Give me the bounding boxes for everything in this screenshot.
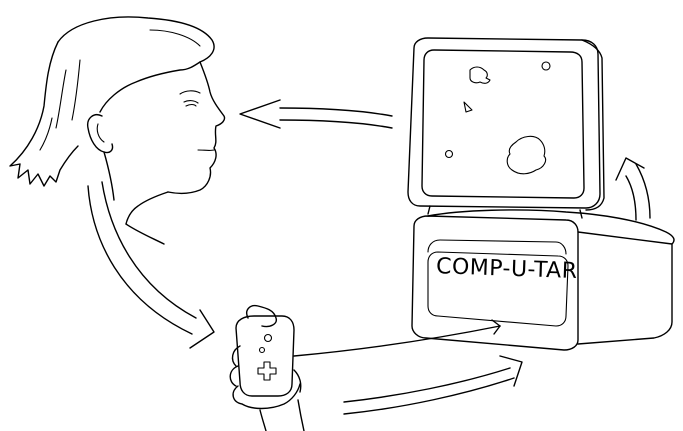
arrow-monitor-to-eyes: [239, 99, 393, 129]
ear: [87, 114, 114, 154]
face-profile: [167, 61, 226, 195]
monitor-screen: [421, 49, 585, 199]
arrow-computer-to-monitor: [615, 157, 651, 221]
controller-button: [258, 346, 266, 354]
eye: [183, 100, 199, 104]
controller-button: [263, 333, 273, 343]
monitor-icon: [407, 37, 605, 219]
hand-icon: [229, 304, 305, 431]
asteroid: [506, 135, 547, 175]
computer-label: COMP-U-TAR: [436, 254, 578, 284]
computer-box-icon: [411, 209, 675, 351]
asteroids-game-screen: [444, 61, 551, 175]
asteroid: [469, 66, 491, 84]
person-head-icon: [9, 16, 226, 245]
arrow-controller-to-computer: [293, 319, 501, 357]
arrow-hand-to-computer: [343, 355, 523, 415]
hair: [57, 16, 215, 63]
controller-dpad: [257, 361, 277, 381]
game-controller-icon: [235, 315, 295, 397]
arrow-head-to-controller: [87, 181, 215, 349]
player-ship: [463, 101, 473, 113]
asteroid: [444, 149, 454, 159]
asteroid: [541, 61, 551, 71]
